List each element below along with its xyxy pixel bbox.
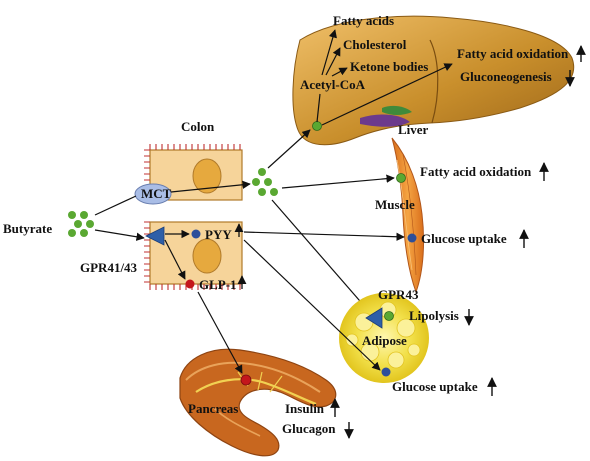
fatty-acids-label: Fatty acids [333,13,394,28]
dot-to-acetyl-coa-arrow [316,93,321,123]
colon-lower-cell [144,221,243,290]
colon-label: Colon [181,119,215,134]
gpr41-43-label: GPR41/43 [80,260,138,275]
muscle-fa-oxidation-label: Fatty acid oxidation [420,164,532,179]
gpr43-receptor-icon [365,307,383,329]
cholesterol-label: Cholesterol [343,37,407,52]
insulin-label: Insulin [285,401,325,416]
pancreas-label: Pancreas [188,401,238,416]
receptor-to-glp1-arrow [164,239,186,280]
acetyl-to-ketone-arrow [331,67,348,77]
butyrate-to-mct-line [94,195,137,216]
circulation-to-adipose-arrow [271,199,367,309]
circulating-butyrate-dots [252,168,278,196]
ketone-bodies-label: Ketone bodies [350,59,428,74]
glucagon-label: Glucagon [282,421,336,436]
gluconeogenesis-label: Gluconeogenesis [460,69,552,84]
muscle-organ [391,137,425,294]
muscle-butyrate-dot [396,173,406,183]
mct-to-circulation-arrow [170,180,251,193]
liver-label: Liver [398,122,429,137]
lipolysis-label: Lipolysis [409,308,459,323]
butyrate-dots [68,211,94,237]
pancreas-glp1-dot [240,374,252,386]
gpr43-label: GPR43 [378,287,419,302]
adipose-label: Adipose [362,333,407,348]
mct-transporter [134,183,172,205]
circulation-to-liver-arrow [267,129,311,169]
acetyl-coa-label: Acetyl-CoA [300,77,366,92]
circulation-to-muscle-arrow [281,174,395,189]
muscle-label: Muscle [375,197,415,212]
muscle-pyy-dot [407,233,417,243]
liver-fatty-acid-oxidation-label: Fatty acid oxidation [457,46,569,61]
glp1-label: GLP-1 [199,277,237,292]
pyy-to-adipose-arrow [243,239,381,371]
acetyl-coa-dot [312,121,322,131]
pyy-label: PYY [205,227,232,242]
mct-label: MCT [141,186,172,201]
glp1-to-pancreas-arrow [197,291,243,374]
pyy-dot [191,229,201,239]
adipose-pyy-dot [381,367,391,377]
acetyl-to-fatty-acids-arrow [321,29,337,76]
butyrate-to-receptor-arrow [94,229,145,241]
butyrate-label: Butyrate [3,221,52,236]
pyy-to-muscle-arrow [243,231,405,241]
adipose-glucose-uptake-label: Glucose uptake [392,379,478,394]
muscle-glucose-uptake-label: Glucose uptake [421,231,507,246]
gpr41-43-receptor-icon [145,226,165,246]
adipose-butyrate-dot [384,311,394,321]
glp1-dot [185,279,195,289]
acetyl-to-cholesterol-arrow [325,47,341,76]
liver-to-fa-oxidation-arrow [321,63,453,126]
pancreas-organ [179,348,337,457]
